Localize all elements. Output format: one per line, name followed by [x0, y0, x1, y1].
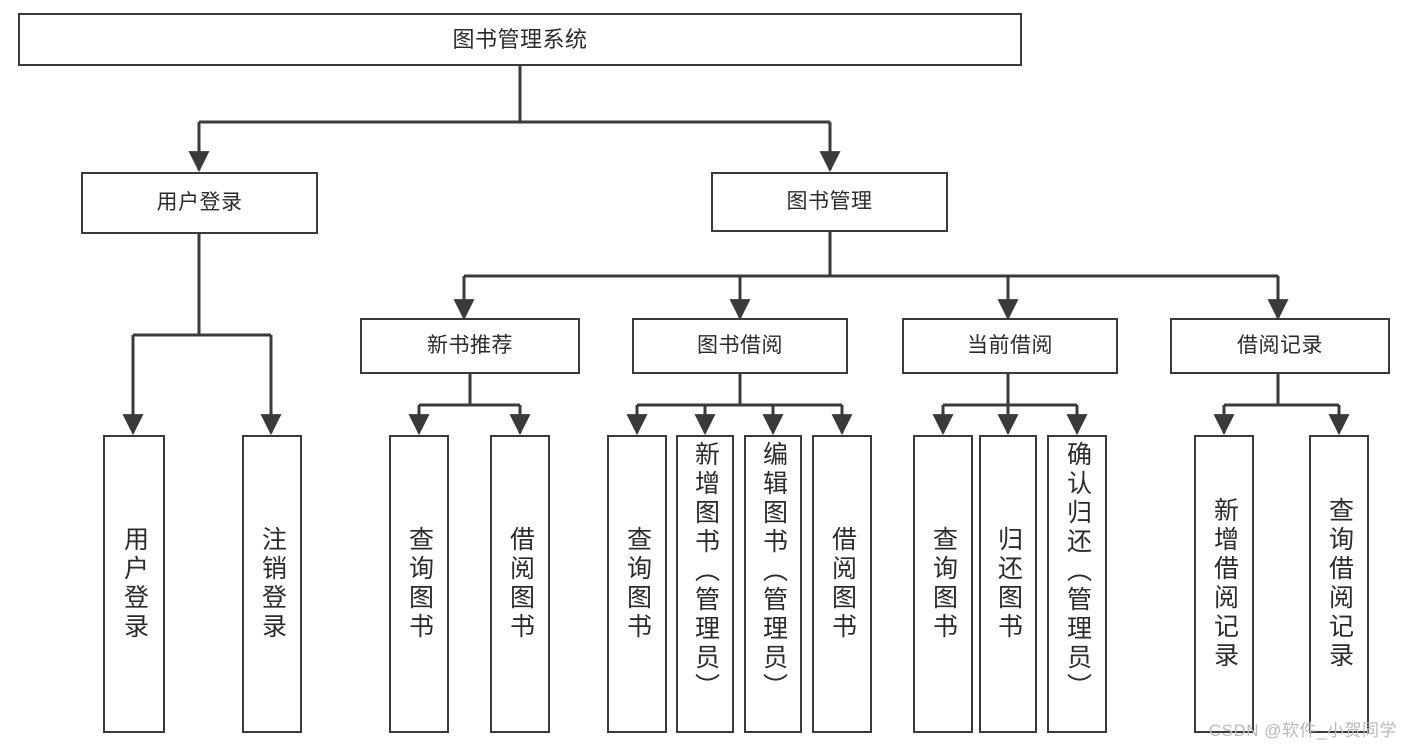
node-leaf-query-book-2-label: 查询图书: [623, 526, 652, 642]
node-leaf-add-book[interactable]: 新增图书（管理员）: [676, 435, 734, 733]
node-leaf-edit-book[interactable]: 编辑图书（管理员）: [744, 435, 802, 733]
node-leaf-query-record-label: 查询借阅记录: [1325, 497, 1354, 671]
node-root[interactable]: 图书管理系统: [18, 13, 1022, 66]
node-leaf-return-book-label: 归还图书: [994, 526, 1023, 642]
node-leaf-borrow-book-1-label: 借阅图书: [506, 526, 535, 642]
node-leaf-add-book-label: 新增图书（管理员）: [691, 441, 720, 702]
node-leaf-add-record[interactable]: 新增借阅记录: [1194, 435, 1254, 733]
node-leaf-borrow-book-2-label: 借阅图书: [828, 526, 857, 642]
node-leaf-borrow-book-2[interactable]: 借阅图书: [812, 435, 872, 733]
node-leaf-confirm-return[interactable]: 确认归还（管理员）: [1047, 435, 1107, 733]
node-leaf-user-login-label: 用户登录: [120, 526, 149, 642]
node-current-borrow[interactable]: 当前借阅: [902, 318, 1118, 374]
node-leaf-query-book-1[interactable]: 查询图书: [389, 435, 449, 733]
node-new-book-rec-label: 新书推荐: [427, 333, 513, 357]
node-book-borrow[interactable]: 图书借阅: [632, 318, 848, 374]
node-current-borrow-label: 当前借阅: [967, 333, 1053, 357]
node-leaf-add-record-label: 新增借阅记录: [1210, 497, 1239, 671]
node-user-login[interactable]: 用户登录: [81, 172, 318, 234]
node-user-login-label: 用户登录: [156, 190, 243, 214]
node-book-manage[interactable]: 图书管理: [711, 172, 948, 232]
node-leaf-query-book-2[interactable]: 查询图书: [607, 435, 667, 733]
node-root-label: 图书管理系统: [452, 26, 588, 52]
node-book-manage-label: 图书管理: [786, 189, 873, 213]
node-leaf-logout[interactable]: 注销登录: [242, 435, 302, 733]
node-new-book-rec[interactable]: 新书推荐: [360, 318, 580, 374]
node-leaf-confirm-return-label: 确认归还（管理员）: [1063, 441, 1092, 702]
node-leaf-query-book-3[interactable]: 查询图书: [913, 435, 973, 733]
node-leaf-query-book-1-label: 查询图书: [405, 526, 434, 642]
node-book-borrow-label: 图书借阅: [697, 333, 783, 357]
node-leaf-edit-book-label: 编辑图书（管理员）: [759, 441, 788, 702]
node-borrow-record[interactable]: 借阅记录: [1170, 318, 1390, 374]
node-leaf-logout-label: 注销登录: [258, 526, 287, 642]
node-leaf-query-book-3-label: 查询图书: [929, 526, 958, 642]
node-leaf-borrow-book-1[interactable]: 借阅图书: [490, 435, 550, 733]
node-leaf-user-login[interactable]: 用户登录: [103, 435, 165, 733]
node-leaf-query-record[interactable]: 查询借阅记录: [1309, 435, 1369, 733]
node-leaf-return-book[interactable]: 归还图书: [979, 435, 1037, 733]
node-borrow-record-label: 借阅记录: [1237, 333, 1323, 357]
